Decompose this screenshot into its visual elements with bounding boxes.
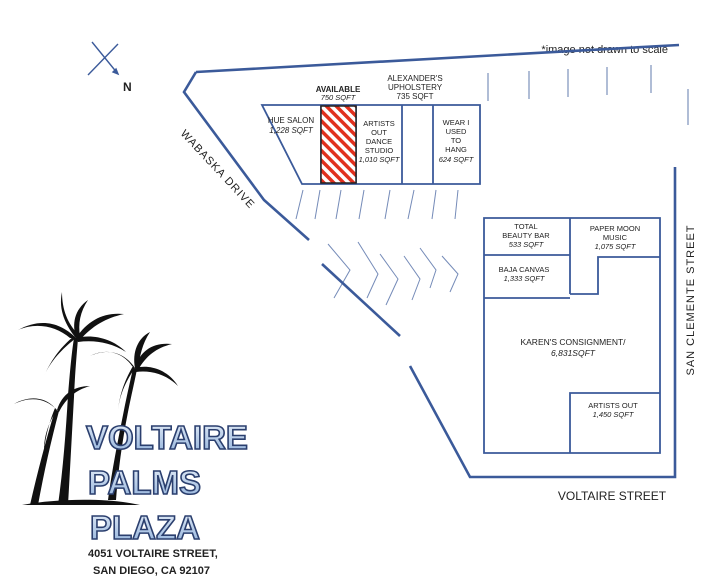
unit-wear-sqft: 624 SQFT (439, 155, 475, 164)
unit-total-beauty-line2: BEAUTY BAR (502, 231, 550, 240)
logo-line2: PALMS (88, 464, 201, 501)
unit-wear-line2: USED (446, 127, 467, 136)
logo-line3: PLAZA (90, 509, 200, 546)
unit-artists-dance-sqft: 1,010 SQFT (359, 155, 401, 164)
boundary-wabaska (182, 71, 310, 241)
street-label-voltaire: VOLTAIRE STREET (558, 489, 667, 503)
unit-paper-moon-line1: PAPER MOON (590, 224, 640, 233)
unit-artists-out-name: ARTISTS OUT (588, 401, 638, 410)
unit-wear-line3: TO (451, 136, 461, 145)
boundary-east-south (408, 167, 677, 479)
address-line1: 4051 VOLTAIRE STREET, (88, 548, 218, 560)
unit-artists-out-sqft: 1,450 SQFT (593, 410, 635, 419)
unit-paper-moon-line2: MUSIC (603, 233, 628, 242)
logo: VOLTAIRE PALMS PLAZA (85, 418, 249, 547)
parking-stalls-west (295, 189, 459, 220)
unit-total-beauty-line1: TOTAL (514, 222, 537, 231)
unit-karens-name: KAREN'S CONSIGNMENT/ (520, 337, 626, 347)
boundary-inner (321, 263, 401, 337)
unit-artists-dance-line3: DANCE (366, 137, 392, 146)
compass-north-label: N (123, 80, 132, 94)
unit-artists-dance-line2: OUT (371, 128, 387, 137)
building-east (483, 217, 661, 454)
unit-karens-sqft: 6,831SQFT (551, 348, 596, 358)
unit-baja-name: BAJA CANVAS (499, 265, 550, 274)
unit-artists-dance-line1: ARTISTS (363, 119, 395, 128)
unit-available-sqft: 750 SQFT (321, 93, 357, 102)
unit-alexanders-line1: ALEXANDER'S (387, 74, 442, 83)
unit-hue-name: HUE SALON (268, 116, 314, 125)
compass-icon (87, 41, 120, 76)
address-line2: SAN DIEGO, CA 92107 (93, 565, 210, 577)
available-unit[interactable] (320, 105, 357, 184)
parking-stalls-north (487, 65, 689, 125)
unit-hue-sqft: 1,228 SQFT (269, 126, 314, 135)
unit-baja-sqft: 1,333 SQFT (504, 274, 546, 283)
parking-stalls-center (327, 241, 459, 306)
unit-paper-moon-sqft: 1,075 SQFT (595, 242, 637, 251)
unit-wear-line4: HANG (445, 145, 467, 154)
unit-wear-line1: WEAR I (443, 118, 470, 127)
unit-alexanders-sqft: 735 SQFT (397, 92, 434, 101)
palm-trees-illustration (14, 292, 178, 505)
unit-available-name: AVAILABLE (316, 85, 361, 94)
logo-line1: VOLTAIRE (86, 419, 248, 456)
unit-total-beauty-sqft: 533 SQFT (509, 240, 545, 249)
property-boundary (182, 43, 680, 479)
unit-alexanders-line2: UPHOLSTERY (388, 83, 443, 92)
boundary-north (195, 43, 680, 74)
street-label-wabaska: WABASKA DRIVE (178, 128, 257, 212)
unit-artists-dance-line4: STUDIO (365, 146, 394, 155)
street-label-san-clemente: SAN CLEMENTE STREET (685, 224, 697, 375)
